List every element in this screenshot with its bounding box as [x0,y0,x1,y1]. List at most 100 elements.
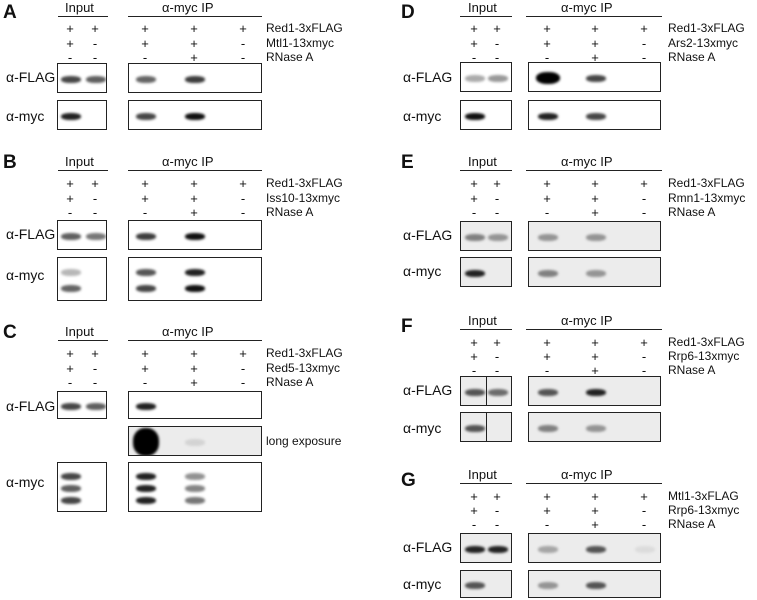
panel-a-input-underline [58,16,108,17]
panel-c-lane-2-minus-sign: - [92,375,98,390]
panel-d-flag-band-lane-4 [586,74,606,82]
panel-b-lane-3-minus-sign: - [142,205,148,220]
panel-f-lane-2-minus-sign: - [494,363,500,378]
panel-c-lane-2-plus-sign: + [91,346,99,361]
panel-c-lane-1-plus-sign: + [66,361,74,376]
panel-a-myc-input-blot [57,100,107,130]
panel-g-myc-band-lane-1 [465,581,485,589]
panel-b-ip-header: α-myc IP [162,154,214,169]
panel-e-condition-3: RNase A [668,205,716,219]
panel-b-myc-band-lane-3 [136,284,156,292]
panel-f-flag-label: α-FLAG [403,382,453,398]
panel-c-lane-4-plus-sign: + [190,361,198,376]
panel-b-condition-2: Iss10-13xmyc [266,191,341,205]
panel-f-myc-ip-blot [528,412,661,442]
panel-b-myc-band-lane-1 [61,284,81,292]
panel-g-flag-ip-blot [528,533,661,563]
panel-e-lane-5-plus-sign: + [640,176,648,191]
panel-d-condition-2: Ars2-13xmyc [668,36,739,50]
panel-b-lane-1-plus-sign: + [66,191,74,206]
panel-e-lane-1-plus-sign: + [470,176,478,191]
panel-g-ip-underline [526,483,662,484]
panel-e-lane-3-plus-sign: + [543,176,551,191]
panel-b-condition-3: RNase A [266,205,314,219]
panel-b-lane-4-plus-sign: + [190,176,198,191]
panel-f-lane-5-plus-sign: + [640,335,648,350]
panel-f-condition-3: RNase A [668,363,716,377]
panel-a-lane-4-plus-sign: + [190,36,198,51]
panel-b-ip-underline [128,170,262,171]
panel-g-ip-header: α-myc IP [561,467,613,482]
panel-c-ip-header: α-myc IP [162,324,214,339]
panel-b-lane-2-minus-sign: - [92,191,98,206]
panel-e-condition-1: Red1-3xFLAG [668,176,745,190]
panel-g-input-underline [460,483,512,484]
panel-f-flag-input-blot [460,376,512,406]
panel-g-letter: G [401,470,416,491]
panel-b-lane-5-plus-sign: + [239,176,247,191]
panel-d-lane-2-plus-sign: + [493,21,501,36]
panel-g-flag-band-lane-2 [488,545,508,553]
panel-c-condition-2: Red5-13xmyc [266,361,341,375]
panel-b-myc-band-lane-1 [61,268,81,276]
panel-c-long-band-lane-4 [185,438,205,446]
panel-d-myc-band-lane-1 [465,112,485,120]
panel-c-ip-underline [128,340,262,341]
panel-f-lane-3-plus-sign: + [543,349,551,364]
panel-c-myc-band-lane-3 [136,496,156,504]
panel-a-condition-3: RNase A [266,50,314,64]
panel-d-lane-4-plus-sign: + [591,36,599,51]
panel-a-condition-2: Mtl1-13xmyc [266,36,335,50]
panel-d-lane-5-minus-sign: - [641,50,647,65]
panel-g-flag-band-lane-4 [586,545,606,553]
panel-d-myc-band-lane-4 [586,112,606,120]
panel-b-lane-2-minus-sign: - [92,205,98,220]
panel-d-flag-input-blot [460,62,512,92]
panel-b-myc-band-lane-4 [185,268,205,276]
panel-c-lane-5-minus-sign: - [240,361,246,376]
panel-b-myc-label: α-myc [6,267,45,283]
panel-e-myc-band-lane-1 [465,269,485,277]
panel-b-myc-band-lane-3 [136,268,156,276]
panel-d-myc-ip-blot [528,100,661,130]
panel-d-lane-4-plus-sign: + [591,50,599,65]
panel-c-myc-input-blot [57,462,107,512]
panel-a-lane-2-plus-sign: + [91,21,99,36]
panel-c-letter: C [3,322,17,343]
panel-d-input-underline [460,16,512,17]
panel-d-lane-3-minus-sign: - [544,50,550,65]
panel-f-myc-label: α-myc [403,420,442,436]
panel-e-ip-header: α-myc IP [561,154,613,169]
panel-g-lane-4-plus-sign: + [591,503,599,518]
panel-e-lane-2-minus-sign: - [494,191,500,206]
panel-b-flag-band-lane-4 [185,232,205,240]
panel-g-myc-ip-blot [528,570,661,598]
panel-c-myc-band-lane-3 [136,472,156,480]
panel-a-lane-1-plus-sign: + [66,36,74,51]
panel-c-myc-band-lane-3 [136,484,156,492]
panel-b-condition-1: Red1-3xFLAG [266,176,343,190]
panel-g-lane-1-plus-sign: + [470,503,478,518]
panel-f-flag-band-lane-1 [465,388,485,396]
panel-b-flag-band-lane-1 [61,232,81,240]
panel-c-myc-band-lane-4 [185,472,205,480]
panel-g-condition-3: RNase A [668,517,716,531]
panel-b-flag-band-lane-3 [136,232,156,240]
panel-b-lane-5-minus-sign: - [240,205,246,220]
panel-c-lane-3-plus-sign: + [141,346,149,361]
panel-b-lane-5-minus-sign: - [240,191,246,206]
panel-e-letter: E [401,152,414,173]
panel-e-flag-ip-blot [528,221,661,251]
panel-g-lane-2-minus-sign: - [494,503,500,518]
panel-d-flag-band-lane-2 [488,74,508,82]
panel-c-flag-ip-blot [128,391,262,419]
panel-a-lane-2-minus-sign: - [92,50,98,65]
panel-b-myc-ip-blot [128,257,262,301]
panel-d-lane-5-minus-sign: - [641,36,647,51]
panel-e-input-underline [460,170,512,171]
panel-e-lane-5-minus-sign: - [641,205,647,220]
panel-c-myc-band-lane-1 [61,496,81,504]
panel-g-myc-band-lane-3 [538,581,558,589]
panel-b-myc-input-blot [57,257,107,301]
panel-f-lane-1-minus-sign: - [471,363,477,378]
